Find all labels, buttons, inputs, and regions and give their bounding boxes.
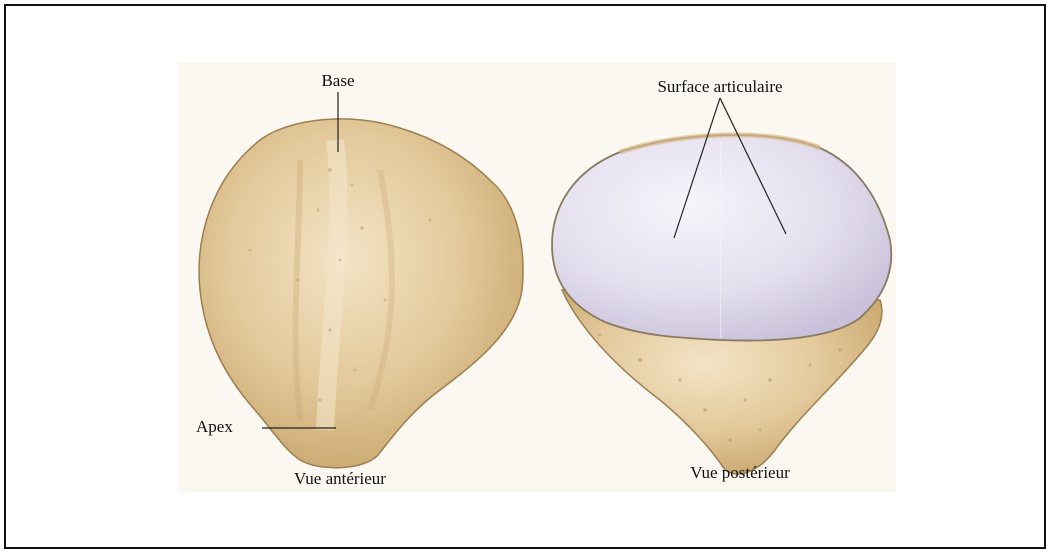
label-articular-surface: Surface articulaire (657, 77, 782, 96)
label-posterior-view: Vue postérieur (690, 463, 790, 482)
label-apex: Apex (196, 417, 233, 436)
label-anterior-view: Vue antérieur (294, 469, 386, 488)
label-base: Base (321, 71, 354, 90)
